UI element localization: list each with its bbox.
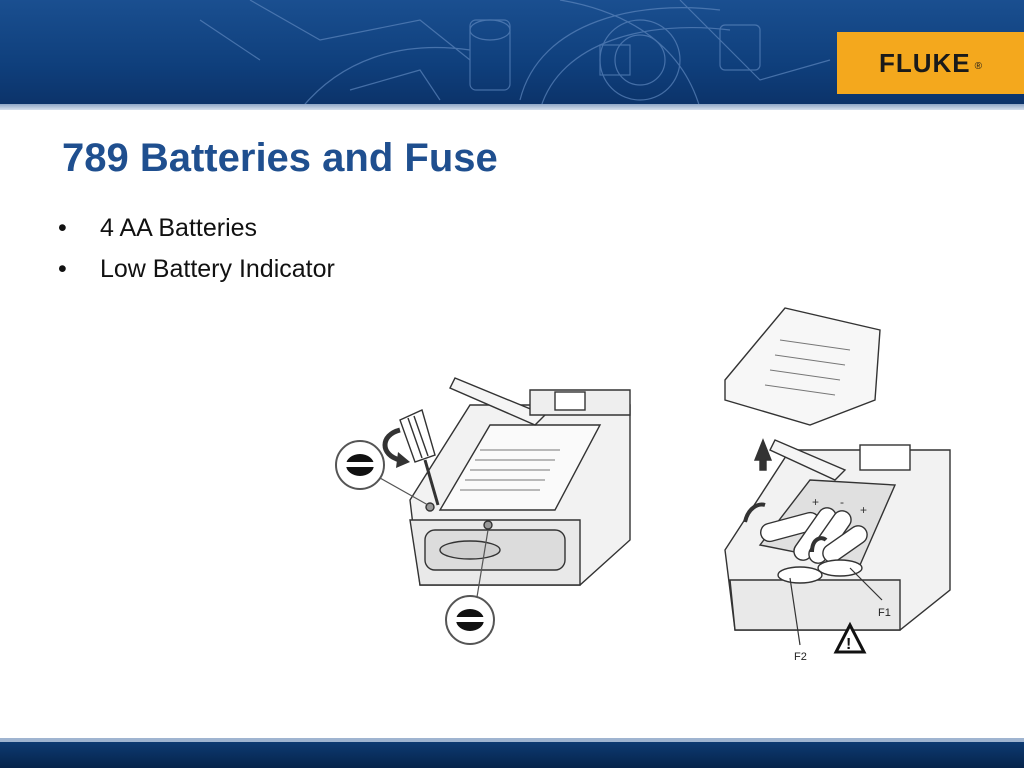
battery-fuse-illustration: + - + F1 F2 ! [724,307,951,663]
bullet-list: • 4 AA Batteries • Low Battery Indicator [58,210,335,292]
curved-arrow-icon-2 [810,536,828,553]
header-band: FLUKE ® [0,0,1024,108]
header-line-art [199,0,831,108]
header-rule [0,104,1024,110]
bullet-text: Low Battery Indicator [100,255,335,283]
warning-glyph: ! [846,636,851,653]
label-f1: F1 [878,607,891,619]
plus-mark-2: + [860,503,867,517]
footer-band [0,742,1024,768]
label-f2: F2 [794,651,807,663]
logo-text: FLUKE [878,47,971,78]
up-arrow-icon [753,438,773,471]
fluke-logo: FLUKE ® [837,32,1024,94]
screwdriver-icon [399,409,440,506]
bullet-dot: • [58,255,67,283]
plus-mark: + [812,495,819,509]
bullet-dot: • [58,214,67,242]
screw-callout-bottom [445,529,495,645]
bullet-item-batteries: • 4 AA Batteries [58,210,335,251]
footer-rule [0,738,1024,742]
curved-arrow-icon [743,502,766,523]
rotate-arrow-icon [382,427,401,463]
warning-icon: ! [833,621,867,654]
registered-mark: ® [974,60,983,72]
minus-mark: - [840,495,844,509]
screw-callout-top [335,440,429,506]
slide-title: 789 Batteries and Fuse [62,136,498,180]
battery-door-removal-illustration [335,377,631,645]
bullet-text: 4 AA Batteries [100,214,258,242]
battery-door [724,307,881,426]
bullet-item-indicator: • Low Battery Indicator [58,251,335,292]
